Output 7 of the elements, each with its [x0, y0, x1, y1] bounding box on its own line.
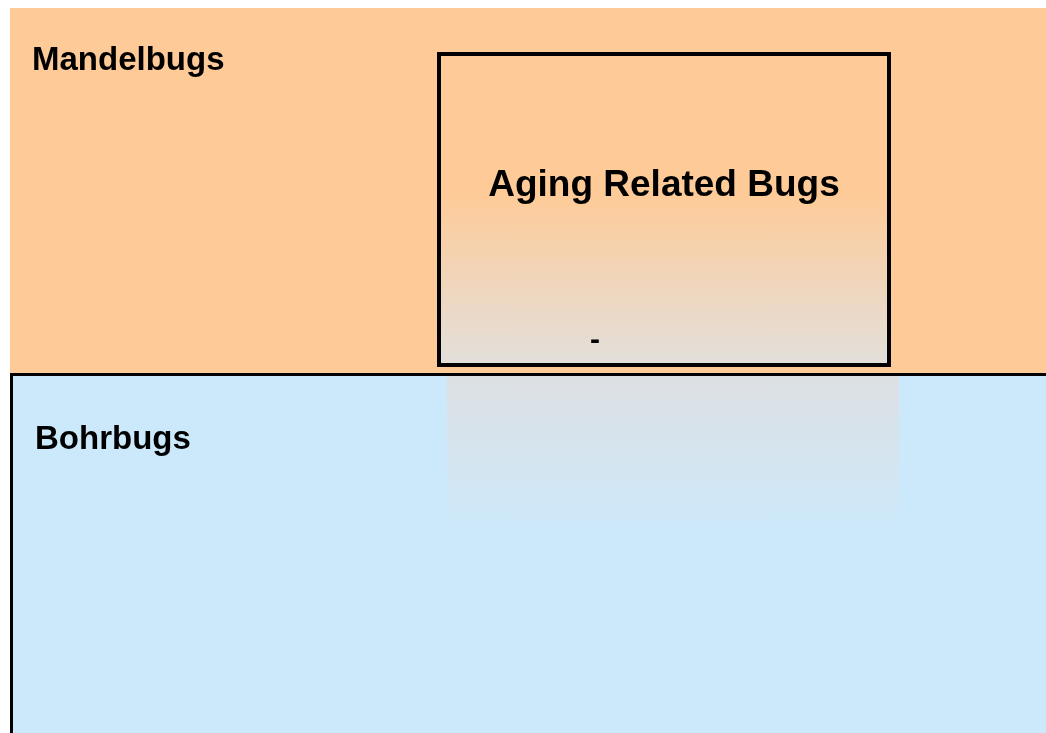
region-band: [10, 373, 1046, 733]
region-label: Bohrbugs: [35, 419, 191, 457]
region-band: [10, 8, 1046, 374]
region-box: [437, 52, 891, 367]
dash-mark: -: [590, 322, 600, 356]
region-label: Aging Related Bugs: [487, 163, 841, 205]
region-label: Mandelbugs: [32, 40, 225, 78]
